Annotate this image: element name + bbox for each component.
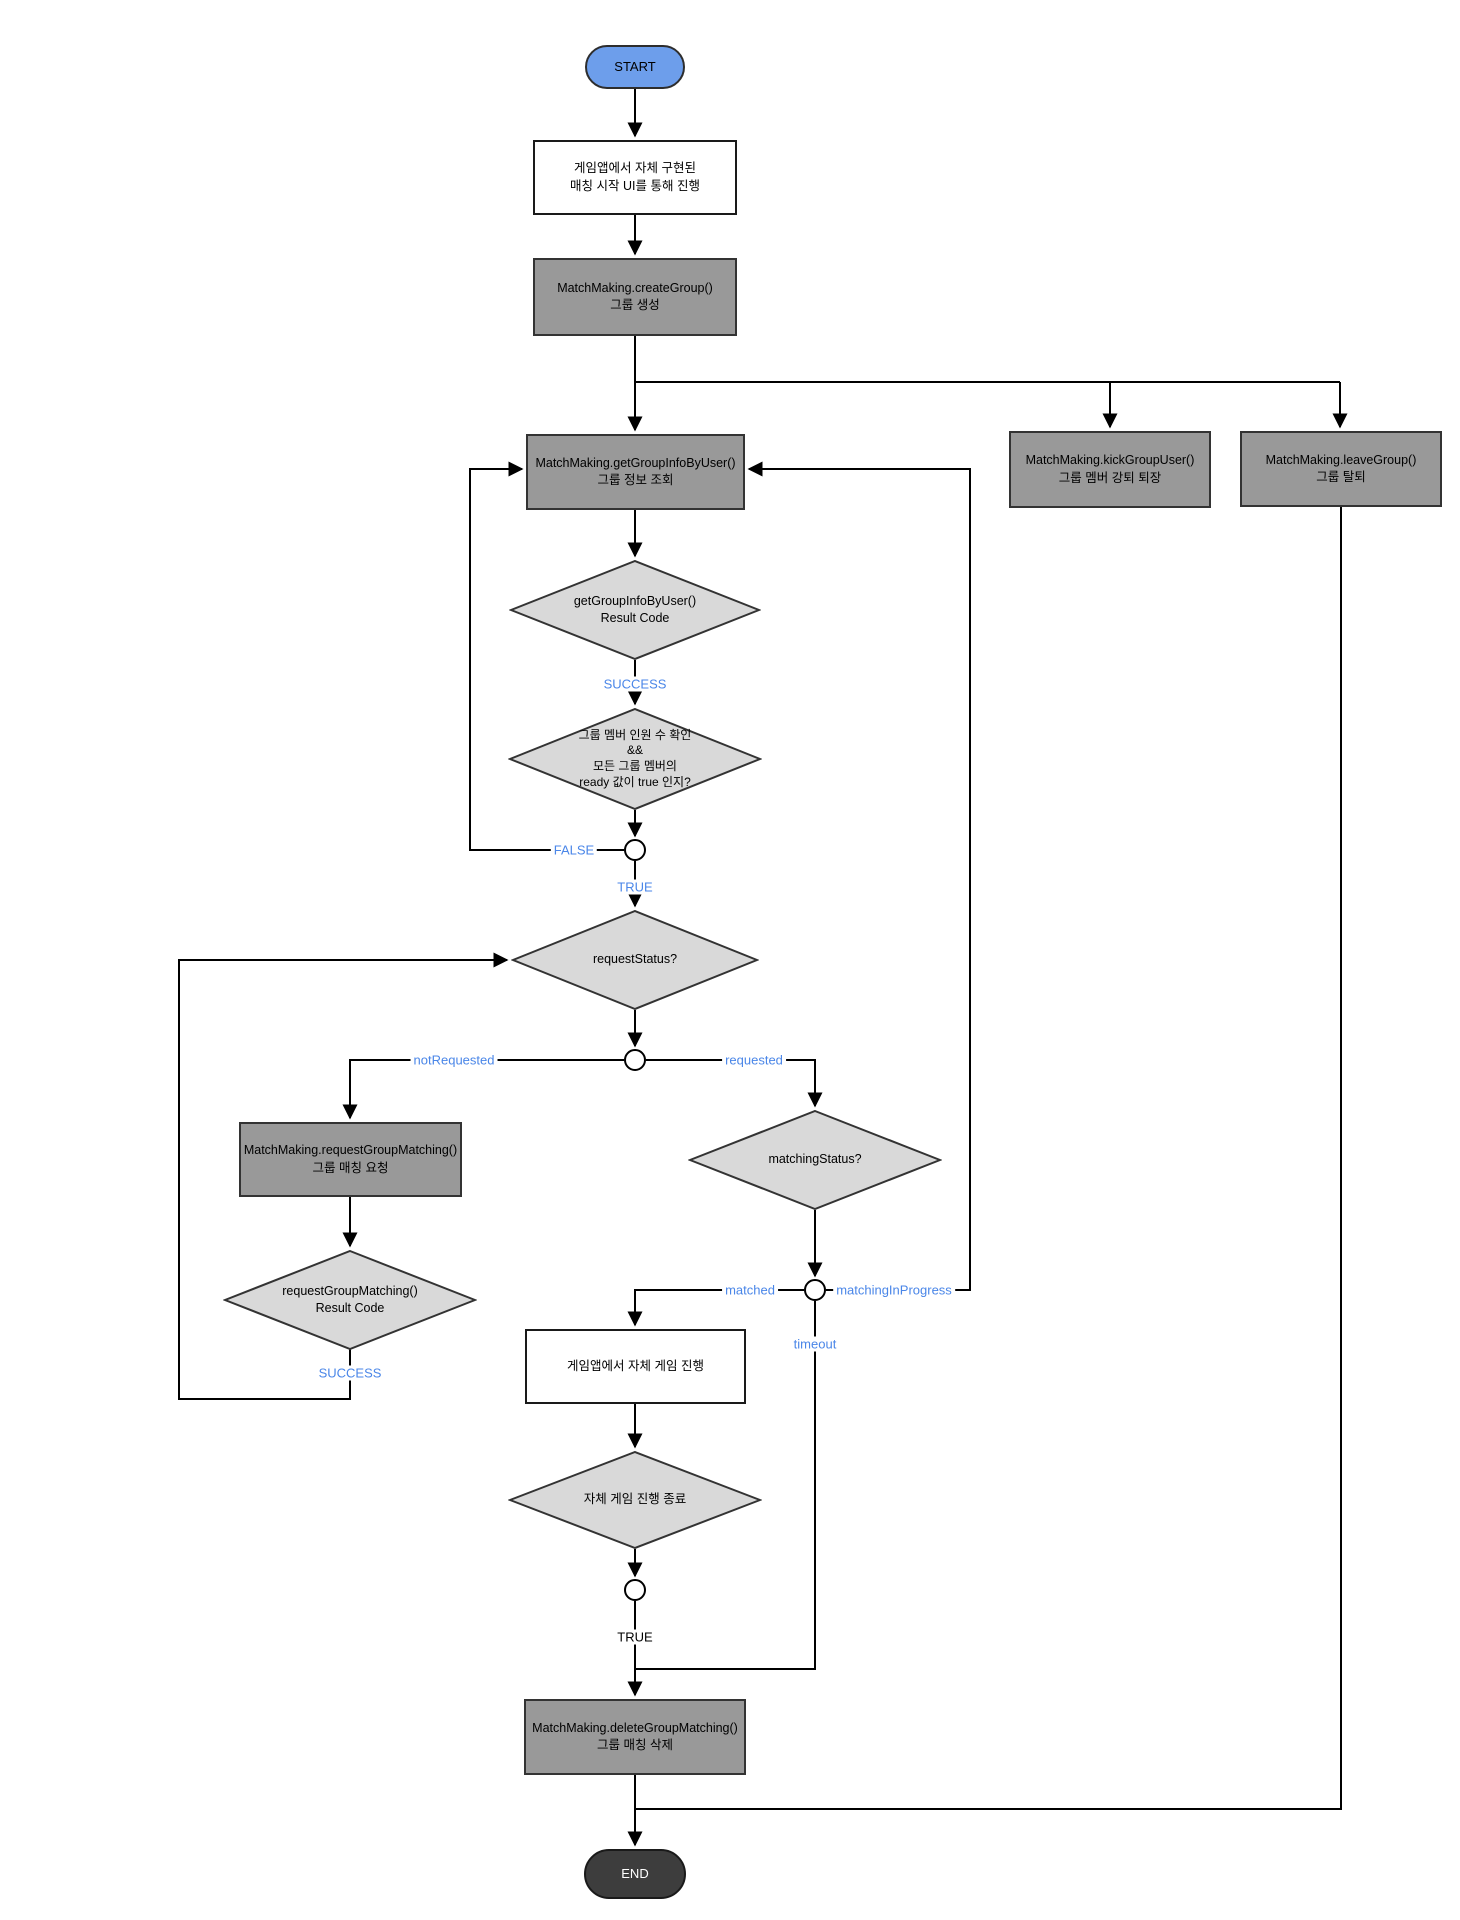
edge-matched-to-gameplay <box>627 1289 804 1327</box>
edge-label-requested: requested <box>722 1052 786 1068</box>
edge-success-loop-to-requeststatus <box>178 952 509 1400</box>
edge-label-matched: matched <box>722 1282 778 1298</box>
junction-circle-gameend <box>624 1579 646 1601</box>
edge-label-matchinginprogress: matchingInProgress <box>833 1282 955 1298</box>
start-label: START <box>614 58 656 74</box>
kick-group-user-node: MatchMaking.kickGroupUser() 그룹 멤버 강퇴 퇴장 <box>1009 431 1211 508</box>
edge-label-success-info: SUCCESS <box>600 676 670 692</box>
init-ui-label: 게임앱에서 자체 구현된 매칭 시작 UI를 통해 진행 <box>570 161 700 193</box>
matching-status-label: matchingStatus? <box>768 1152 862 1167</box>
game-end-decision: 자체 게임 진행 종료 <box>508 1451 762 1549</box>
junction-circle-false-true <box>624 839 646 861</box>
leave-group-node: MatchMaking.leaveGroup() 그룹 탈퇴 <box>1240 431 1442 507</box>
get-info-result-decision: getGroupInfoByUser() Result Code <box>509 560 761 660</box>
edge-label-false: FALSE <box>550 842 598 858</box>
edge-label-success-request: SUCCESS <box>315 1365 385 1381</box>
delete-matching-node: MatchMaking.deleteGroupMatching() 그룹 매칭 … <box>524 1699 746 1775</box>
diamond-shape <box>508 1451 762 1549</box>
game-end-label: 자체 게임 진행 종료 <box>583 1492 687 1507</box>
edge-timeout-join <box>635 1301 816 1670</box>
junction-circle-matchingstatus <box>804 1279 826 1301</box>
get-group-info-node: MatchMaking.getGroupInfoByUser() 그룹 정보 조… <box>526 434 745 510</box>
edge-label-notrequested: notRequested <box>410 1052 498 1068</box>
diamond-shape <box>688 1110 942 1210</box>
start-node: START <box>585 45 685 89</box>
diamond-shape <box>509 560 761 660</box>
request-result-decision: requestGroupMatching() Result Code <box>223 1250 477 1350</box>
edge-leavegroup-join-to-end <box>636 507 1342 1810</box>
junction-circle-requeststatus <box>624 1049 646 1071</box>
diamond-shape <box>223 1250 477 1350</box>
end-node: END <box>584 1849 686 1899</box>
edge-notrequested-to-requestmatching <box>342 1059 624 1120</box>
matching-status-decision: matchingStatus? <box>688 1110 942 1210</box>
end-label: END <box>621 1865 649 1881</box>
edge-label-true: TRUE <box>614 879 656 895</box>
edge-label-true-game-end: TRUE <box>614 1629 656 1645</box>
request-result-label: requestGroupMatching() Result Code <box>282 1283 418 1316</box>
game-play-label: 게임앱에서 자체 게임 진행 <box>567 1358 704 1373</box>
kick-group-user-label: MatchMaking.kickGroupUser() 그룹 멤버 강퇴 퇴장 <box>1025 453 1195 485</box>
request-matching-node: MatchMaking.requestGroupMatching() 그룹 매칭… <box>239 1122 462 1197</box>
request-status-decision: requestStatus? <box>511 910 759 1010</box>
get-group-info-label: MatchMaking.getGroupInfoByUser() 그룹 정보 조… <box>535 455 736 488</box>
create-group-label: MatchMaking.createGroup() 그룹 생성 <box>557 280 713 313</box>
member-check-label: 그룹 멤버 인원 수 확인 && 모든 그룹 멤버의 ready 값이 true… <box>578 727 692 789</box>
request-status-label: requestStatus? <box>592 952 678 967</box>
request-matching-label: MatchMaking.requestGroupMatching() 그룹 매칭… <box>243 1143 458 1175</box>
edge-requested-to-matchingstatus <box>646 1059 823 1108</box>
member-check-decision: 그룹 멤버 인원 수 확인 && 모든 그룹 멤버의 ready 값이 true… <box>508 708 762 810</box>
get-info-result-label: getGroupInfoByUser() Result Code <box>573 593 697 626</box>
leave-group-label: MatchMaking.leaveGroup() 그룹 탈퇴 <box>1265 452 1417 485</box>
edge-label-timeout: timeout <box>790 1336 840 1352</box>
game-play-node: 게임앱에서 자체 게임 진행 <box>525 1329 746 1404</box>
diamond-shape <box>508 708 762 810</box>
edge-false-loop-to-getinfo <box>469 461 624 851</box>
init-ui-node: 게임앱에서 자체 구현된 매칭 시작 UI를 통해 진행 <box>533 140 737 215</box>
diamond-shape <box>511 910 759 1010</box>
create-group-node: MatchMaking.createGroup() 그룹 생성 <box>533 258 737 336</box>
delete-matching-label: MatchMaking.deleteGroupMatching() 그룹 매칭 … <box>532 1720 738 1753</box>
